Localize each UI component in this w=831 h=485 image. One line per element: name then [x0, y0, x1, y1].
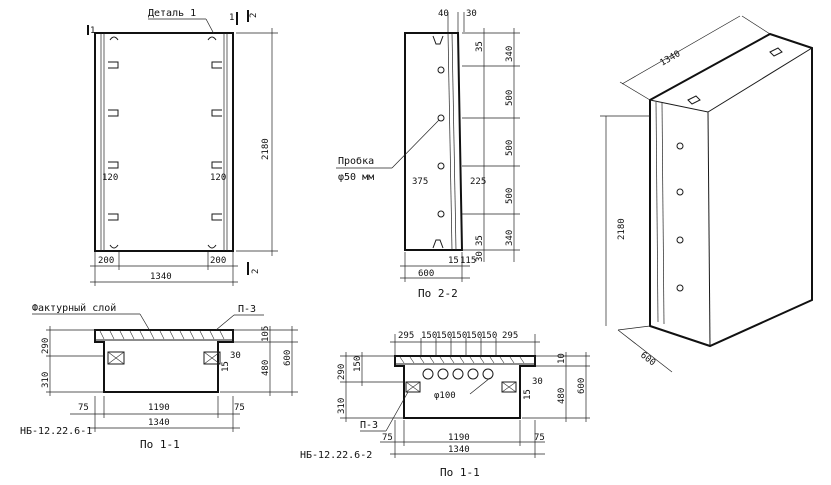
s2-top-dim-2: 150: [436, 331, 452, 341]
section-mark-2-bottom: 2: [251, 269, 261, 274]
side-view: 40 30 35 340 500 500 500 340 35 30 Пробк…: [336, 9, 520, 300]
s2-holes: [422, 368, 494, 380]
s2-hole-label: φ100: [434, 391, 456, 401]
dim-500-b: 500: [505, 140, 515, 156]
section-2: 295 150 150 150 150 150 295 290 150 310 …: [300, 331, 590, 479]
side-caption: По 2-2: [418, 287, 458, 300]
s2-dim-1340: 1340: [448, 445, 470, 455]
dim-right-200: 200: [210, 256, 226, 266]
front-view: Деталь 1 1 1 2 2 2180 200 200 1340 120 1…: [87, 8, 278, 286]
s1-dim-105: 105: [261, 326, 271, 342]
s1-caption: По 1-1: [140, 438, 180, 451]
dim-insert-left: 120: [102, 173, 118, 183]
dim-width-1340: 1340: [150, 272, 172, 282]
p3-label-2: П-3: [360, 420, 378, 431]
p3-label-1: П-3: [238, 304, 256, 315]
s1-dim-310: 310: [41, 372, 51, 388]
panel-outline: [94, 32, 234, 252]
s2-top-dim-0: 295: [398, 331, 414, 341]
dim-35-top: 35: [475, 41, 485, 52]
s1-dim-480: 480: [261, 360, 271, 376]
dim-height: 2180: [261, 138, 271, 160]
section1-outline: [94, 329, 234, 393]
dim-500-a: 500: [505, 90, 515, 106]
plug-size: φ50 мм: [338, 172, 374, 183]
s2-dim-600: 600: [577, 378, 587, 394]
side-outline: [404, 32, 464, 251]
s1-dim-1340: 1340: [148, 418, 170, 428]
dim-30-bot: 30: [475, 251, 485, 262]
section-mark-1-right: 1: [229, 13, 234, 23]
s1-dim-1190: 1190: [148, 403, 170, 413]
s1-dim-290: 290: [41, 338, 51, 354]
dim-left-200: 200: [98, 256, 114, 266]
dim-375: 375: [412, 177, 428, 187]
s1-mark: НБ-12.22.6-1: [20, 426, 92, 437]
dim-35-bot: 35: [475, 235, 485, 246]
s1-dim-75-left: 75: [78, 403, 89, 413]
s2-top-dim-6: 295: [502, 331, 518, 341]
s2-dim-480: 480: [557, 388, 567, 404]
iso-dim-600: 600: [638, 350, 657, 368]
dim-insert-right: 120: [210, 173, 226, 183]
facing-layer-label: Фактурный слой: [32, 302, 116, 314]
s1-dim-75-right: 75: [234, 403, 245, 413]
s2-dim-1190: 1190: [448, 433, 470, 443]
dim-600: 600: [418, 269, 434, 279]
section-mark-2-top: 2: [249, 13, 259, 18]
section-mark-1: 1: [90, 26, 95, 36]
s2-dim-15: 15: [523, 389, 533, 400]
s2-dim-30: 30: [532, 377, 543, 387]
facing-layer: [94, 329, 234, 341]
iso-view: 1340 2180 600: [600, 15, 813, 373]
s2-top-dim-5: 150: [481, 331, 497, 341]
section2-outline: [394, 355, 536, 419]
dim-15: 15: [448, 256, 459, 266]
iso-dim-1340: 1340: [659, 49, 683, 69]
s2-mark: НБ-12.22.6-2: [300, 450, 372, 461]
s2-dim-150: 150: [353, 356, 363, 372]
dim-top-40: 40: [438, 9, 449, 19]
dim-340-bot: 340: [505, 230, 515, 246]
s2-top-dim-1: 150: [421, 331, 437, 341]
s1-dim-15: 15: [221, 361, 231, 372]
plug-label: Пробка: [338, 155, 374, 167]
detail-label: Деталь 1: [148, 8, 196, 19]
dim-225: 225: [470, 177, 486, 187]
plug-holes: [437, 66, 445, 218]
s2-caption: По 1-1: [440, 466, 480, 479]
iso-outline: [649, 32, 813, 348]
dim-500-c: 500: [505, 188, 515, 204]
inserts-right: [211, 61, 222, 221]
inserts-left: [108, 61, 119, 221]
s2-dim-310: 310: [337, 398, 347, 414]
s2-top-dim-4: 150: [466, 331, 482, 341]
s2-dim-290: 290: [337, 364, 347, 380]
s2-dim-75-left: 75: [382, 433, 393, 443]
section-1: Фактурный слой П-3 290 310 30 105 15 480…: [20, 302, 298, 451]
s1-dim-30: 30: [230, 351, 241, 361]
iso-dim-2180: 2180: [617, 218, 627, 240]
dim-340-top: 340: [505, 46, 515, 62]
s1-dim-600: 600: [283, 350, 293, 366]
iso-holes: [676, 142, 684, 292]
dim-top-30: 30: [466, 9, 477, 19]
s2-top-dim-3: 150: [451, 331, 467, 341]
dim-115: 115: [460, 256, 476, 266]
s2-dim-10: 10: [557, 353, 567, 364]
s2-dim-75-right: 75: [534, 433, 545, 443]
